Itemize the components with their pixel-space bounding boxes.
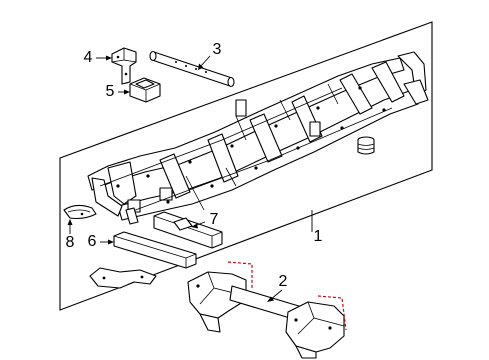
callout-7: 7 [209, 211, 219, 228]
callout-3: 3 [212, 41, 222, 58]
leader-lines [67, 55, 313, 302]
part-8-clamp [63, 204, 97, 220]
part-3-tube [149, 50, 235, 88]
bump-stop [357, 136, 375, 155]
body-mount-bracket [235, 99, 247, 117]
cut-line-right [317, 295, 347, 331]
callout-5: 5 [105, 83, 115, 100]
frame-assembly-panel [59, 21, 433, 311]
callout-1: 1 [313, 228, 323, 245]
lower-left-bracket [89, 267, 157, 289]
callout-8: 8 [65, 234, 75, 251]
part-7-crossmember [153, 211, 223, 249]
part-5-mount [129, 77, 161, 103]
part-4-bracket [111, 47, 137, 85]
cut-line-left [227, 261, 253, 290]
callout-4: 4 [83, 49, 93, 66]
frame-assembly [87, 51, 429, 225]
part-6-bar [113, 231, 197, 269]
callout-2: 2 [278, 273, 288, 290]
callout-6: 6 [87, 233, 97, 250]
part-2-cross-member [187, 261, 347, 359]
